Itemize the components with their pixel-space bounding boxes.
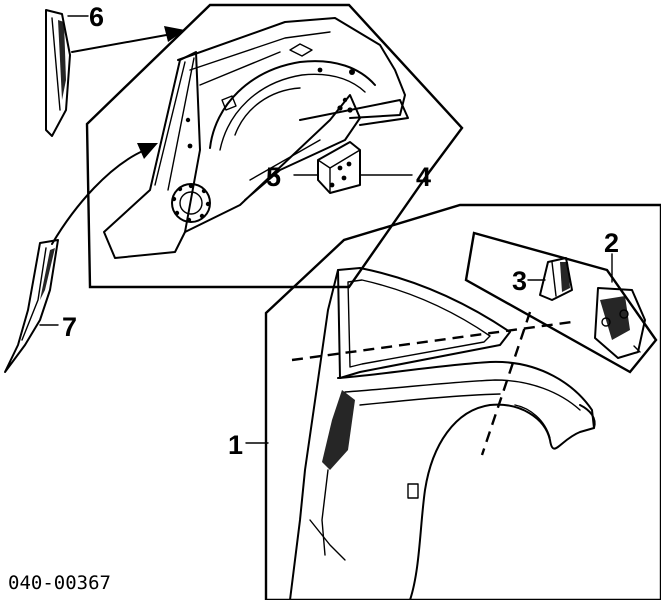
outer-quarter-panel-frame [264, 203, 661, 600]
latch-housing-part-2 [594, 287, 646, 359]
inner-quarter-panel-frame [85, 3, 464, 289]
callout-5: 5 [266, 162, 281, 192]
diagram-part-number: 040-00367 [8, 572, 111, 594]
callout-3: 3 [512, 266, 527, 296]
latch-parts-frame [464, 231, 658, 374]
callout-4: 4 [416, 162, 431, 192]
outer-quarter-panel [289, 267, 596, 600]
callout-6: 6 [89, 2, 104, 32]
latch-part-3 [539, 257, 573, 301]
bracket-part-5 [317, 141, 361, 194]
callout-2: 2 [604, 228, 619, 258]
pillar-trim-part-6 [45, 9, 71, 137]
inner-wheelhouse-assembly [103, 17, 409, 259]
callout-1: 1 [228, 430, 243, 460]
callout-7: 7 [62, 312, 77, 342]
pillar-trim-part-7 [4, 239, 59, 373]
callout-leaders [39, 15, 613, 444]
assembly-dash-lines [291, 311, 573, 456]
leader-arrows [51, 26, 185, 245]
